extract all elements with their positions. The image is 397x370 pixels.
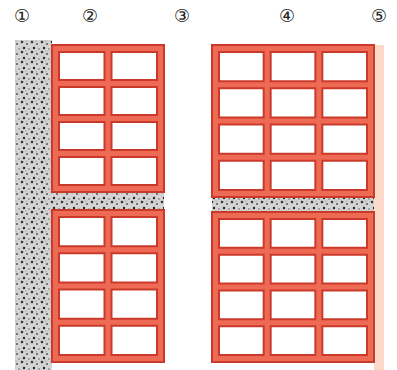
brick-cell xyxy=(322,125,367,154)
callout-number: ① xyxy=(14,7,30,25)
brick-cell xyxy=(322,88,367,117)
brick-cell xyxy=(219,255,264,284)
brick-cell xyxy=(112,290,158,319)
brick-cell xyxy=(112,122,158,150)
brick-cell xyxy=(219,161,264,190)
brick-cell xyxy=(322,291,367,320)
brick-cell xyxy=(219,219,264,248)
brick-cell xyxy=(219,52,264,81)
brick-cell xyxy=(59,52,105,80)
brick-cell xyxy=(271,219,316,248)
brick-block xyxy=(52,45,164,192)
brick-cell xyxy=(219,88,264,117)
brick-cell xyxy=(112,217,158,246)
brick-cell xyxy=(59,326,105,355)
callout-number: ③ xyxy=(174,7,190,25)
brick-cell xyxy=(271,125,316,154)
brick-cell xyxy=(322,219,367,248)
callout-number: ④ xyxy=(279,7,295,25)
brick-cell xyxy=(59,157,105,185)
brick-cell xyxy=(59,87,105,115)
brick-cell xyxy=(271,88,316,117)
brick-cell xyxy=(112,157,158,185)
plaster-layer xyxy=(15,40,52,370)
brick-cell xyxy=(219,125,264,154)
brick-cell xyxy=(219,291,264,320)
finish-layer xyxy=(374,45,384,370)
brick-cell xyxy=(271,255,316,284)
brick-cell xyxy=(322,326,367,355)
brick-cell xyxy=(112,87,158,115)
brick-block xyxy=(52,210,164,362)
brick-cell xyxy=(271,52,316,81)
callout-number: ② xyxy=(82,7,98,25)
mortar-joint xyxy=(212,197,374,212)
brick-cell xyxy=(59,122,105,150)
hollow-bricks xyxy=(52,45,374,362)
brick-cell xyxy=(219,326,264,355)
brick-cell xyxy=(59,290,105,319)
brick-block xyxy=(212,45,374,197)
brick-cell xyxy=(59,253,105,282)
mortar-joint xyxy=(52,192,164,210)
brick-cell xyxy=(112,52,158,80)
brick-cell xyxy=(112,253,158,282)
callout-number: ⑤ xyxy=(371,7,387,25)
brick-cell xyxy=(322,161,367,190)
brick-cell xyxy=(271,161,316,190)
brick-cell xyxy=(322,52,367,81)
brick-cell xyxy=(271,326,316,355)
brick-cell xyxy=(322,255,367,284)
brick-cell xyxy=(59,217,105,246)
brick-cell xyxy=(271,291,316,320)
brick-block xyxy=(212,212,374,362)
brick-cell xyxy=(112,326,158,355)
